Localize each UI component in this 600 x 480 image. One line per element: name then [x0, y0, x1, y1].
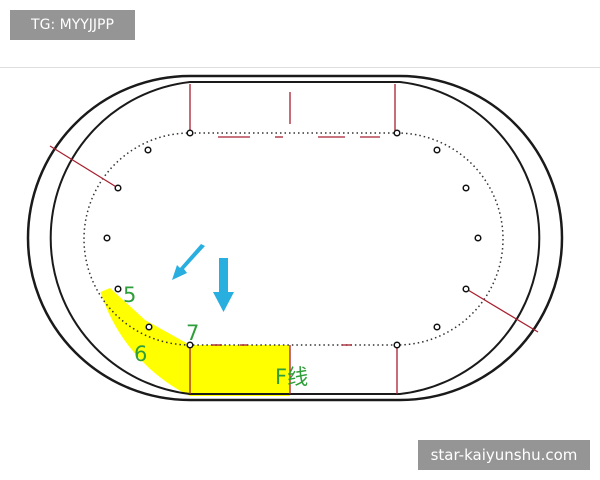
inner-dotted-line	[83, 132, 504, 346]
yellow-zone	[92, 288, 290, 396]
divider-line	[0, 67, 600, 68]
position-label-5: 5	[123, 283, 136, 307]
arrow-down-left-icon	[172, 244, 205, 280]
watermark-top: TG: MYYJJPP	[10, 10, 135, 40]
lane-marks	[49, 84, 539, 394]
watermark-bottom: star-kaiyunshu.com	[418, 440, 590, 470]
f-line-label: F线	[275, 365, 308, 389]
outer-track-line-inner	[49, 81, 541, 395]
position-label-6: 6	[134, 342, 147, 366]
position-label-7: 7	[186, 321, 199, 345]
outer-track-line	[26, 74, 564, 402]
arrow-down-icon	[213, 258, 234, 312]
position-markers	[103, 129, 482, 349]
